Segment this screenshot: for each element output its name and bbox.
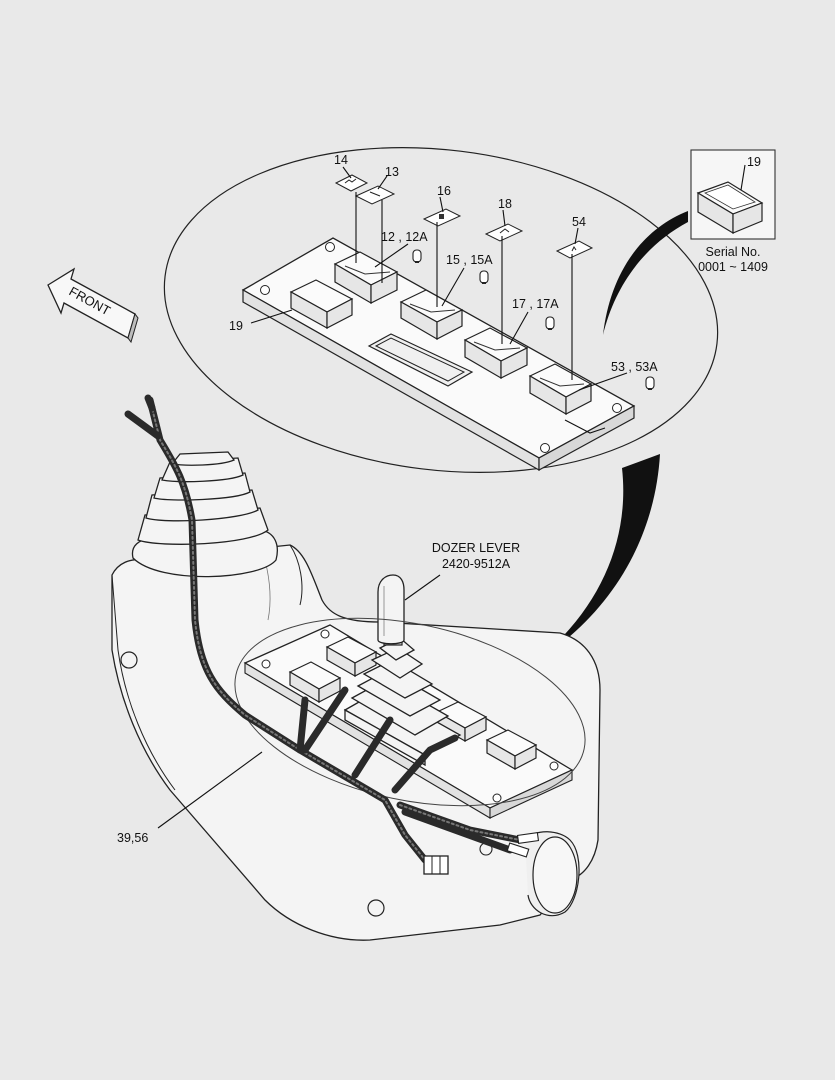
panel-switch-17	[463, 327, 529, 380]
console-switch-4	[485, 729, 538, 771]
label-53-53A: 53 , 53A	[611, 360, 658, 374]
dozer-lever	[343, 574, 462, 767]
lamp-15A	[479, 270, 489, 284]
dozer-lever-part: 2420-9512A	[442, 557, 511, 571]
symbol-plate-13	[354, 185, 396, 205]
dozer-lever-label: DOZER LEVER	[432, 541, 520, 555]
detail-ellipse	[163, 147, 719, 473]
label-15-15A: 15 , 15A	[446, 253, 493, 267]
panel-switch-53	[528, 363, 593, 416]
switch-panel	[241, 237, 636, 472]
label-19-inset: 19	[747, 155, 761, 169]
console-ellipse	[234, 617, 586, 807]
console-callout-sweep	[535, 454, 660, 662]
symbol-plate-54	[555, 240, 594, 259]
panel-switch-19	[289, 279, 354, 330]
inset-callout-sweep	[603, 211, 688, 335]
inset-switch-19	[696, 181, 764, 235]
front-arrow: FRONT	[47, 267, 139, 344]
wiring-harness	[124, 394, 524, 869]
label-16: 16	[437, 184, 451, 198]
label-12-12A: 12 , 12A	[381, 230, 428, 244]
label-54: 54	[572, 215, 586, 229]
lamp-12A	[412, 249, 422, 263]
console-switch-1	[288, 661, 342, 704]
harness-label: 39,56	[117, 831, 148, 845]
lamp-17A	[545, 316, 555, 330]
label-19-panel: 19	[229, 319, 243, 333]
label-14: 14	[334, 153, 348, 167]
panel-switch-15	[399, 289, 464, 341]
console-switch-2	[325, 636, 378, 678]
label-17-17A: 17 , 17A	[512, 297, 559, 311]
leader-harness	[157, 751, 263, 829]
symbol-plate-16	[422, 208, 462, 227]
label-13: 13	[385, 165, 399, 179]
leader-19-inset	[740, 164, 746, 191]
harness-connectors	[423, 832, 540, 875]
serial-range: 0001 ~ 1409	[698, 260, 768, 274]
detail-leaders	[250, 166, 628, 434]
label-18: 18	[498, 197, 512, 211]
rubber-boot	[131, 451, 278, 578]
leader-dozer-lever	[404, 574, 441, 601]
lamp-53A	[645, 376, 655, 390]
symbol-plate-18	[484, 223, 524, 242]
serial-title: Serial No.	[706, 245, 761, 259]
symbol-plate-14	[334, 174, 369, 192]
